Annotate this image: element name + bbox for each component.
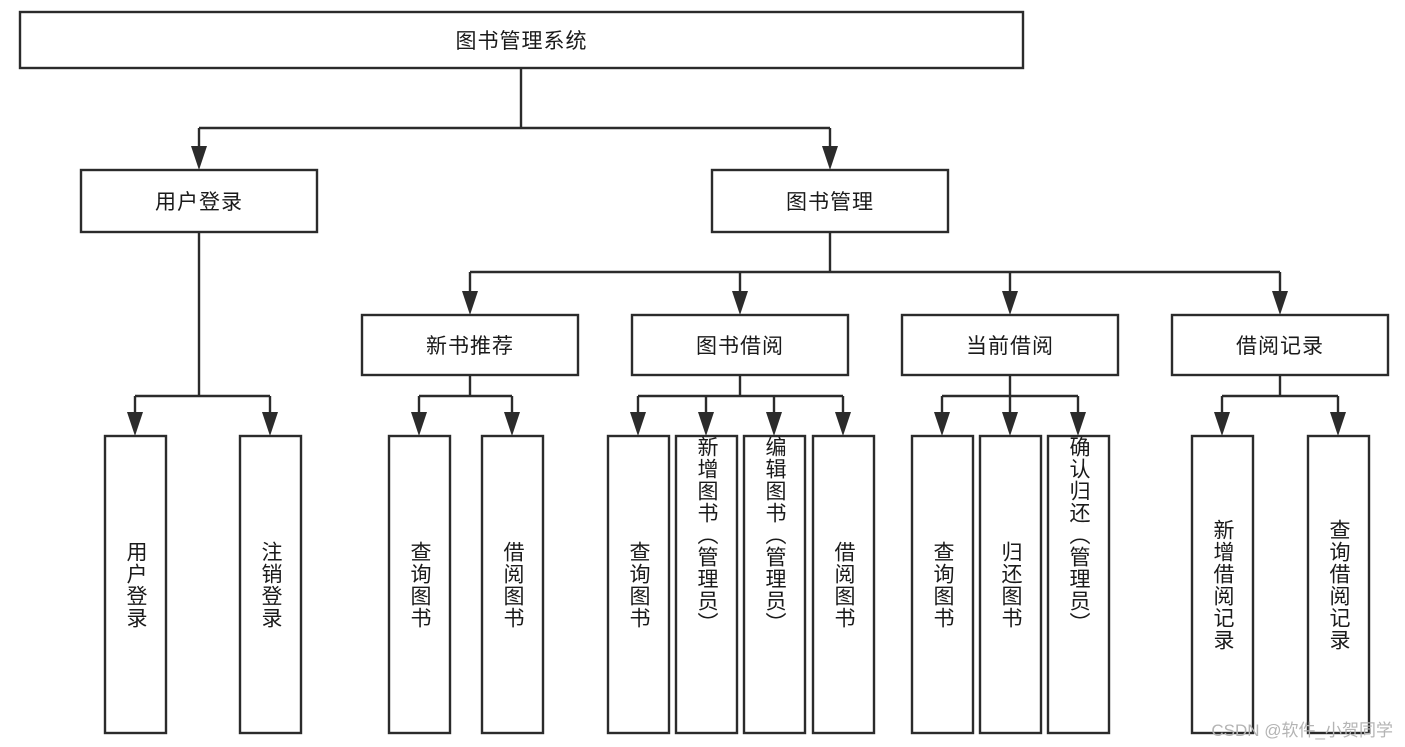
leaf-box[interactable] <box>103 434 168 735</box>
leaf-box[interactable] <box>1046 434 1111 735</box>
leaf-box[interactable] <box>910 434 975 735</box>
leaf-box[interactable] <box>1306 434 1371 735</box>
connector-borrowrecord-to-leaves <box>1214 375 1346 436</box>
leaf-box[interactable] <box>480 434 545 735</box>
connector-bookmgmt-to-level3 <box>462 232 1288 315</box>
leaf-box[interactable] <box>1190 434 1255 735</box>
node-book-borrow[interactable] <box>630 313 850 377</box>
node-new-book-recommend[interactable] <box>360 313 580 377</box>
node-user-login[interactable] <box>79 168 319 234</box>
leaf-box[interactable] <box>674 434 739 735</box>
connector-currentborrow-to-leaves <box>934 375 1086 436</box>
connector-bookborrow-to-leaves <box>630 375 851 436</box>
node-book-management[interactable] <box>710 168 950 234</box>
node-borrow-record[interactable] <box>1170 313 1390 377</box>
connector-userlogin-to-leaves <box>127 232 278 436</box>
leaf-box[interactable] <box>387 434 452 735</box>
node-current-borrow[interactable] <box>900 313 1120 377</box>
leaf-box[interactable] <box>606 434 671 735</box>
connector-newbook-to-leaves <box>411 375 520 436</box>
leaf-box[interactable] <box>978 434 1043 735</box>
watermark: CSDN @软件_小贺同学 <box>1211 721 1393 740</box>
leaf-box[interactable] <box>811 434 876 735</box>
node-root[interactable] <box>18 10 1025 70</box>
leaf-box[interactable] <box>742 434 807 735</box>
connector-root-to-level2 <box>191 68 838 170</box>
leaf-box[interactable] <box>238 434 303 735</box>
